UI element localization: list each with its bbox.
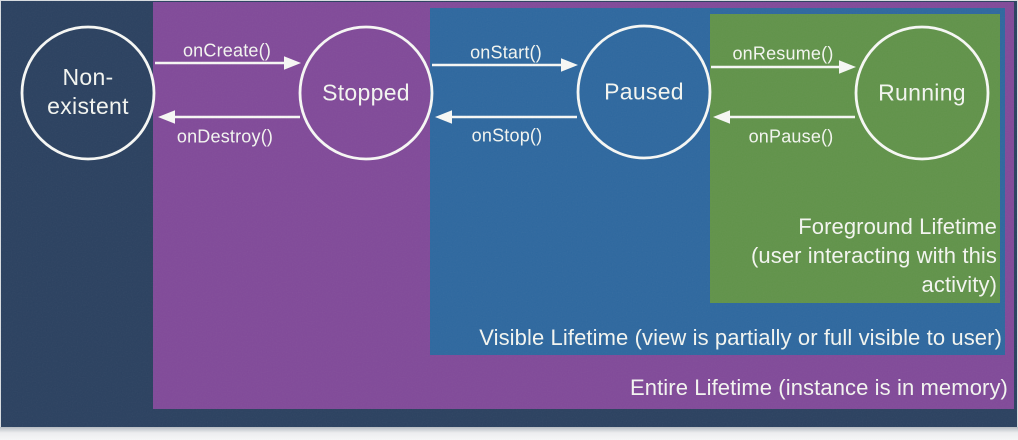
page-edge-strip [0,427,1018,440]
state-label-line: Non- [62,64,114,90]
state-label-stopped: Stopped [322,79,410,106]
transition-label-onpause: onPause() [748,126,834,147]
entire-lifetime-label: Entire Lifetime (instance is in memory) [629,375,1008,400]
foreground-lifetime-line: (user interacting with this [750,243,997,268]
transition-label-onresume: onResume() [732,43,834,64]
state-label-non-existent: Non- existent [47,63,129,121]
state-label-paused: Paused [604,78,684,105]
visible-lifetime-label: Visible Lifetime (view is partially or f… [479,325,1002,350]
transition-label-onstart: onStart() [470,42,542,63]
transition-label-ondestroy: onDestroy() [176,126,274,147]
transition-label-onstop: onStop() [471,125,543,146]
foreground-lifetime-label: Foreground Lifetime (user interacting wi… [751,212,997,299]
foreground-lifetime-line: activity) [921,272,997,297]
transition-label-oncreate: onCreate() [182,40,272,61]
state-label-line: existent [47,93,129,119]
foreground-lifetime-line: Foreground Lifetime [798,214,997,239]
state-label-running: Running [878,79,966,106]
